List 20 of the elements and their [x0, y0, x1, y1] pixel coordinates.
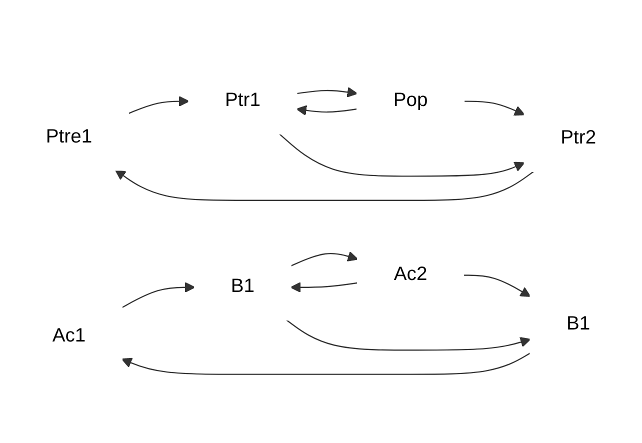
node-text: B1: [566, 314, 590, 334]
node-text: Pop: [393, 90, 428, 111]
arrow: [296, 105, 358, 116]
arrow: [286, 319, 531, 351]
node-text: Ptre1: [46, 126, 92, 148]
arrow: [296, 86, 358, 98]
arrow: [122, 282, 196, 308]
arrow: [278, 133, 525, 177]
node-text: Ptr1: [225, 90, 260, 111]
arrow: [121, 352, 531, 375]
node-text: Ac2: [394, 264, 428, 285]
node-text: Ac1: [52, 326, 86, 347]
arrow: [290, 282, 358, 293]
arrow: [290, 251, 358, 266]
arrow: [128, 96, 190, 114]
node-text: B1: [230, 276, 255, 298]
node-text: Ptr2: [560, 128, 596, 148]
arrow: [464, 100, 525, 116]
arrow: [463, 274, 531, 297]
arrow: [115, 170, 534, 201]
